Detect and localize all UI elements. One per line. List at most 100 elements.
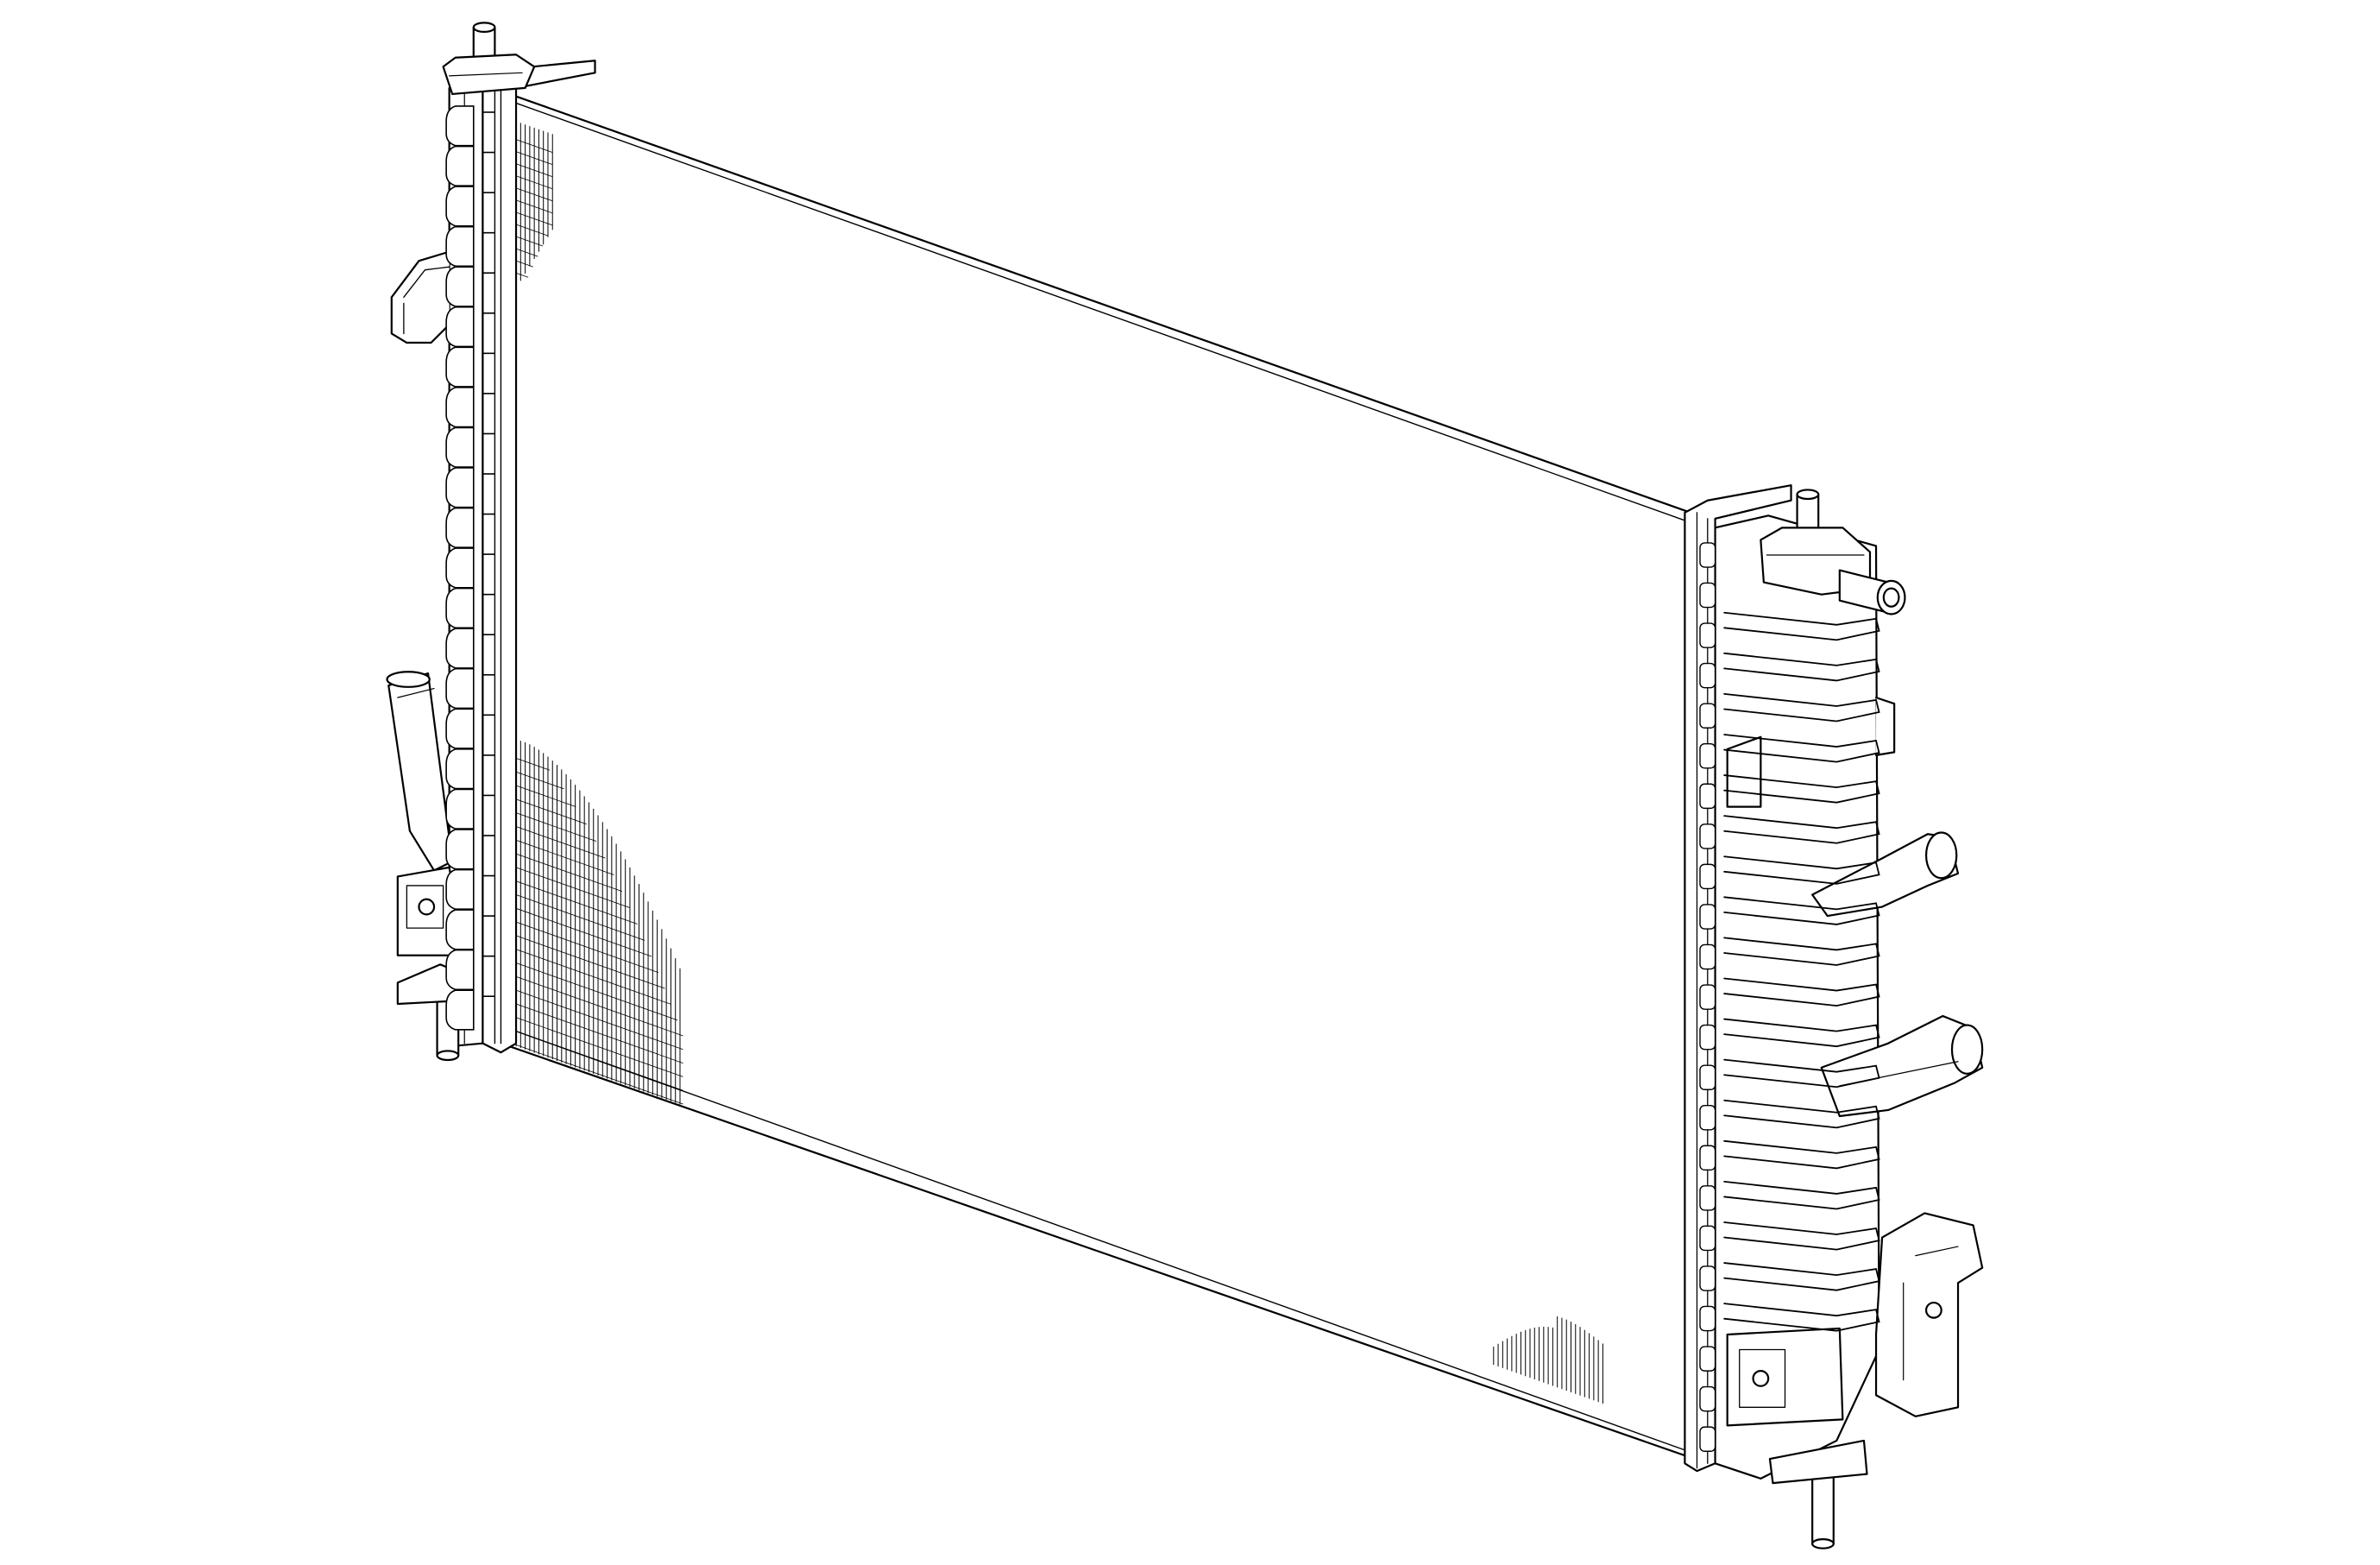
right-tank-rib [1724, 1303, 1879, 1331]
right-header-plate [1684, 485, 1791, 1471]
fin-crossline [516, 813, 596, 842]
left-tank-clip [446, 990, 474, 1030]
fin-pattern-bottom-left [516, 740, 683, 1104]
left-bracket-hole [419, 899, 434, 915]
fin-crossline [516, 826, 606, 858]
left-tank-clip [446, 186, 474, 226]
right-mid-bracket [1876, 697, 1894, 755]
fin-crossline [516, 224, 548, 236]
fin-crossline [516, 249, 538, 256]
left-tank-clip [446, 508, 474, 548]
left-tank-clip [446, 910, 474, 950]
right-header-clip [1700, 543, 1716, 567]
fin-crossline [516, 976, 683, 1036]
right-tank-rib [1724, 1263, 1879, 1290]
right-tank-rib [1724, 1141, 1879, 1169]
fin-crossline [516, 212, 552, 225]
fin-crossline [516, 188, 552, 201]
right-header-clip [1700, 905, 1716, 929]
core-inner-bottom-edge [516, 1032, 1692, 1453]
fin-crossline [516, 176, 552, 189]
right-tank-rib [1724, 613, 1879, 641]
right-header-clip [1700, 864, 1716, 888]
right-tank-rib [1724, 653, 1879, 681]
fin-crossline [516, 895, 645, 941]
right-header-clip [1700, 985, 1716, 1009]
right-header-clip [1700, 744, 1716, 768]
right-tank-rib [1724, 937, 1879, 965]
right-header-clip [1700, 1266, 1716, 1290]
fin-crossline [516, 908, 652, 956]
right-header-clip [1700, 784, 1716, 808]
left-tank-clip [446, 468, 474, 508]
core-outline [501, 91, 1707, 1463]
right-tank-rib [1724, 1182, 1879, 1209]
fin-crossline [516, 152, 552, 165]
left-tank-clip [446, 589, 474, 628]
right-tank-ribs [1724, 613, 1879, 1331]
fin-crossline [516, 963, 677, 1020]
fin-crossline [516, 237, 543, 246]
fin-crossline [516, 799, 587, 824]
right-header-clip [1700, 1065, 1716, 1089]
right-header-clip [1700, 1226, 1716, 1250]
fin-crossline [516, 950, 671, 1005]
fin-crossline [516, 140, 552, 153]
right-header-clip [1700, 1387, 1716, 1411]
right-header-clips [1700, 543, 1716, 1451]
right-header-clip [1700, 1427, 1716, 1451]
fin-crossline [516, 1032, 683, 1091]
core-inner-top-edge [516, 103, 1692, 523]
fin-crossline [516, 868, 630, 908]
left-tank-clip [446, 106, 474, 146]
right-bracket-hole-upper [1926, 1303, 1942, 1318]
right-tank-rib [1724, 775, 1879, 803]
left-tank-clip [446, 789, 474, 829]
fin-crossline [516, 273, 528, 277]
left-tank-clip [446, 709, 474, 748]
right-header-clip [1700, 623, 1716, 647]
right-tank-rib [1724, 978, 1879, 1006]
right-tank-rib [1724, 1101, 1879, 1128]
right-header-clip [1700, 824, 1716, 849]
right-tank-rib [1724, 816, 1879, 843]
radiator-core [501, 91, 1707, 1463]
right-lower-pipe [1822, 1016, 1982, 1116]
right-header-clip [1700, 944, 1716, 969]
fin-crossline [516, 772, 564, 789]
right-side-tank [1684, 485, 1982, 1549]
left-tank-clip [446, 388, 474, 427]
fin-crossline [516, 200, 552, 213]
left-tank-clip [446, 227, 474, 267]
fin-crossline [516, 922, 658, 972]
left-tank-clip [446, 147, 474, 186]
left-tank-clip [446, 870, 474, 910]
fin-crossline [516, 1018, 683, 1077]
left-tank-clip [446, 950, 474, 990]
right-header-clip [1700, 1347, 1716, 1371]
left-tank-clip [446, 669, 474, 709]
fin-crossline [516, 1044, 683, 1104]
right-header-clip [1700, 1306, 1716, 1330]
right-tank-rib [1724, 694, 1879, 722]
fin-crossline [516, 261, 533, 267]
right-tank-rib [1724, 1060, 1879, 1088]
right-bracket-hole-lower [1754, 1371, 1769, 1386]
fin-pattern-top-left [516, 122, 552, 288]
left-upper-bracket [392, 252, 450, 343]
fin-crossline [516, 990, 683, 1050]
fin-crossline [516, 1004, 683, 1063]
right-header-clip [1700, 583, 1716, 607]
left-tank-clip [446, 830, 474, 869]
left-tank-clip [446, 548, 474, 588]
left-tank-clip [446, 347, 474, 387]
left-outlet-pipe [388, 673, 452, 870]
right-tank-rib [1724, 897, 1879, 924]
fin-crossline [516, 164, 552, 177]
right-header-clip [1700, 704, 1716, 728]
left-tank-clip [446, 749, 474, 789]
right-tank-rib [1724, 856, 1879, 884]
right-header-clip [1700, 1145, 1716, 1170]
right-tank-rib [1724, 1019, 1879, 1047]
